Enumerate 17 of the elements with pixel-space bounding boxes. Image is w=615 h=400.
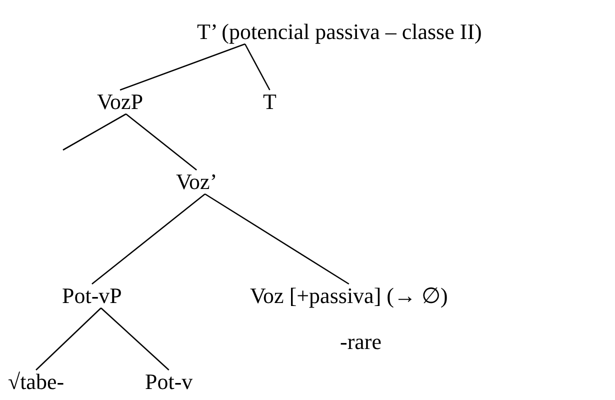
branch-line: [204, 193, 350, 285]
tree-node-label: VozP: [97, 90, 144, 114]
branch-line: [36, 308, 102, 370]
tree-node-label: T’ (potencial passiva – classe II): [197, 20, 482, 44]
branch-line: [244, 44, 270, 90]
branch-line: [62, 113, 126, 151]
morpheme-label: -rare: [340, 330, 382, 354]
tree-node-label: Pot-v: [145, 370, 193, 394]
tree-node-label: T: [263, 90, 276, 114]
tree-node-label: Voz’: [176, 170, 218, 194]
tree-node-label: Pot-vP: [62, 284, 122, 308]
tree-node-label: √tabe-: [8, 370, 64, 394]
tree-node-label: Voz [+passiva] (→ ∅): [250, 284, 448, 308]
branch-line: [92, 194, 206, 284]
branch-line: [100, 308, 170, 370]
branch-line: [126, 114, 197, 170]
branch-line: [120, 43, 246, 91]
